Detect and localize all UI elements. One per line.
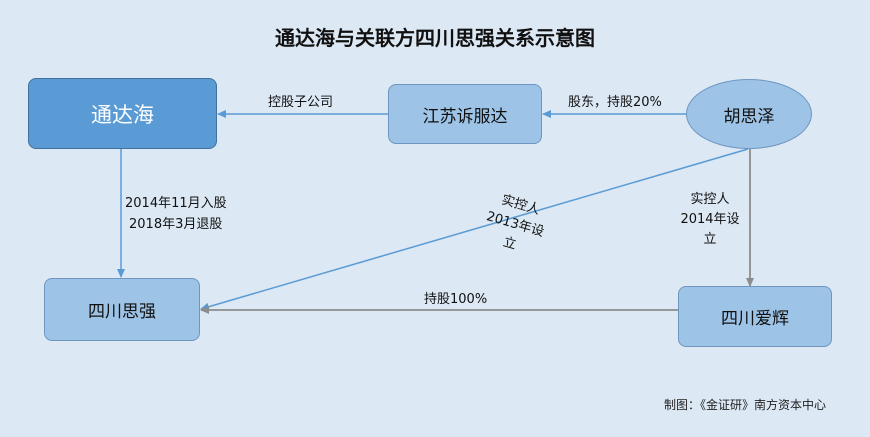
node-sichuan-siqiang: 四川思强 — [44, 278, 200, 341]
label-controller-2014-line1: 实控人 — [690, 192, 730, 207]
diagram-title: 通达海与关联方四川思强关系示意图 — [275, 26, 595, 50]
label-holding-subsidiary: 控股子公司 — [268, 95, 334, 110]
source-credit: 制图：《金证研》南方资本中心 — [663, 398, 826, 412]
label-join-date: 2014年11月入股 — [125, 196, 227, 211]
label-shareholder-20pct: 股东，持股20% — [568, 95, 662, 110]
node-hu-size: 胡思泽 — [686, 79, 812, 149]
node-sichuan-aihui: 四川爱辉 — [678, 286, 832, 347]
label-controller-2014-line3: 立 — [703, 232, 717, 247]
node-tongdahai: 通达海 — [28, 78, 217, 149]
edge-huisize-to-siqiang — [200, 148, 749, 311]
node-jiangsu-sufuda: 江苏诉服达 — [388, 84, 542, 144]
label-holding-100pct: 持股100% — [424, 292, 488, 307]
label-exit-date: 2018年3月退股 — [129, 217, 223, 232]
label-controller-2014: 实控人 2014年设 立 — [665, 190, 755, 250]
label-controller-2014-line2: 2014年设 — [680, 212, 740, 227]
